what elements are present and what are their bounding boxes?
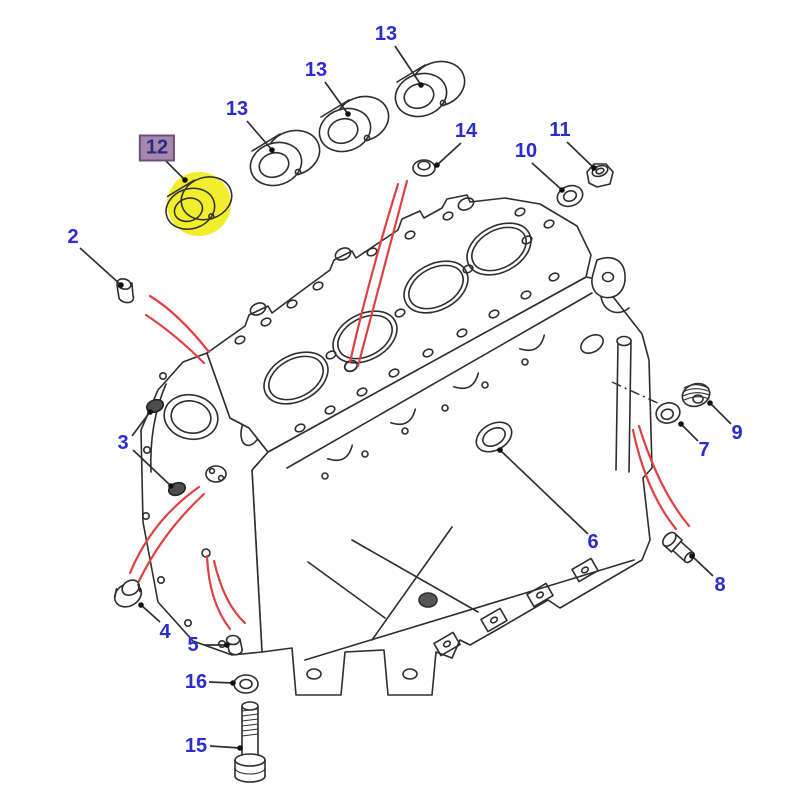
callout-9[interactable]: 9: [731, 422, 743, 444]
part-9-threaded-plug: [681, 382, 711, 408]
part-8-plug-bolt: [662, 531, 695, 564]
callout-4[interactable]: 4: [159, 621, 171, 643]
callout-16[interactable]: 16: [184, 671, 208, 693]
leader-line-16: [208, 681, 234, 684]
callout-10[interactable]: 10: [514, 140, 538, 162]
part-13-main-bearing-shell-3: [249, 129, 321, 187]
part-15-bolt: [234, 701, 266, 783]
leader-dot-7: [678, 421, 684, 427]
leader-dot-14: [434, 162, 440, 168]
leader-dot-16: [230, 680, 236, 686]
callout-14[interactable]: 14: [454, 120, 478, 142]
leader-dot-15: [237, 745, 243, 751]
part-4-cup-plug: [113, 579, 143, 608]
red-connector-14: [348, 182, 400, 364]
leader-line-12: [165, 160, 186, 181]
callout-12[interactable]: 12: [138, 134, 176, 162]
part-highlight-circle: [167, 172, 231, 236]
leader-line-15: [209, 745, 241, 749]
red-connector-5: [205, 554, 232, 631]
leader-lines: [79, 45, 732, 751]
block-side-face: [251, 276, 653, 696]
part-11-hex-plug: [586, 163, 614, 188]
leader-line-3: [131, 411, 151, 437]
red-connector-8: [631, 428, 678, 531]
part-5-cup-plug: [225, 634, 243, 656]
leader-dot-5: [224, 642, 230, 648]
leader-dot-4: [138, 602, 144, 608]
leader-line-8: [691, 555, 714, 577]
leader-line-4: [140, 604, 161, 623]
part-12-main-bearing-shell-highlighted: [165, 176, 233, 230]
leader-line-13-3: [246, 120, 273, 151]
part-13-main-bearing-shell-2: [318, 95, 390, 153]
callout-7[interactable]: 7: [698, 439, 710, 461]
leader-line-10: [531, 162, 563, 191]
red-connector-8: [637, 424, 691, 528]
dash-dot-line: [611, 381, 663, 406]
callout-13-3[interactable]: 13: [225, 98, 249, 120]
leader-line-11: [566, 141, 595, 169]
callout-2[interactable]: 2: [67, 226, 79, 248]
callout-13-2[interactable]: 13: [304, 59, 328, 81]
leader-dot-3: [147, 409, 153, 415]
leader-dot-13-1: [418, 82, 424, 88]
part-16-washer: [233, 674, 259, 694]
part-3-plug-upper: [145, 398, 165, 414]
leader-dot-3: [168, 483, 174, 489]
callout-15[interactable]: 15: [184, 735, 208, 757]
red-connector-2: [148, 294, 211, 354]
engine-block-illustration: [140, 194, 653, 696]
leader-dot-13-3: [269, 147, 275, 153]
leader-dot-10: [559, 187, 565, 193]
leader-line-7: [680, 423, 699, 442]
dash-dot-projection-line: [611, 381, 663, 406]
leader-line-13-1: [394, 45, 422, 86]
part-7-bush-washer: [655, 402, 681, 424]
leader-dot-6: [497, 447, 503, 453]
part-13-main-bearing-shell-1: [394, 60, 466, 118]
leader-dot-9: [707, 400, 713, 406]
block-top-deck: [206, 194, 592, 453]
leader-line-2: [79, 247, 122, 286]
leader-line-3: [132, 449, 172, 487]
red-connector-lines: [128, 179, 691, 631]
leader-dot-11: [591, 165, 597, 171]
red-connector-4: [128, 485, 201, 575]
part-14-cup-plug: [412, 159, 436, 177]
callout-5[interactable]: 5: [187, 634, 199, 656]
red-connector-2: [144, 313, 206, 365]
leader-dot-2: [118, 282, 124, 288]
callout-6[interactable]: 6: [587, 531, 599, 553]
leader-line-13-2: [324, 81, 349, 115]
callout-13-1[interactable]: 13: [374, 23, 398, 45]
leader-line-14: [436, 142, 462, 166]
leader-dot-8: [689, 553, 695, 559]
red-connector-5: [212, 559, 247, 625]
callout-11[interactable]: 11: [549, 119, 571, 141]
callout-8[interactable]: 8: [714, 574, 726, 596]
red-connector-14: [356, 179, 409, 368]
red-connector-4: [137, 492, 206, 583]
callout-3[interactable]: 3: [117, 432, 129, 454]
leader-line-9: [709, 402, 732, 425]
leader-dot-12: [182, 177, 188, 183]
leader-line-6: [499, 449, 589, 535]
part-2-cup-plug: [116, 278, 135, 304]
leader-dot-13-2: [345, 111, 351, 117]
